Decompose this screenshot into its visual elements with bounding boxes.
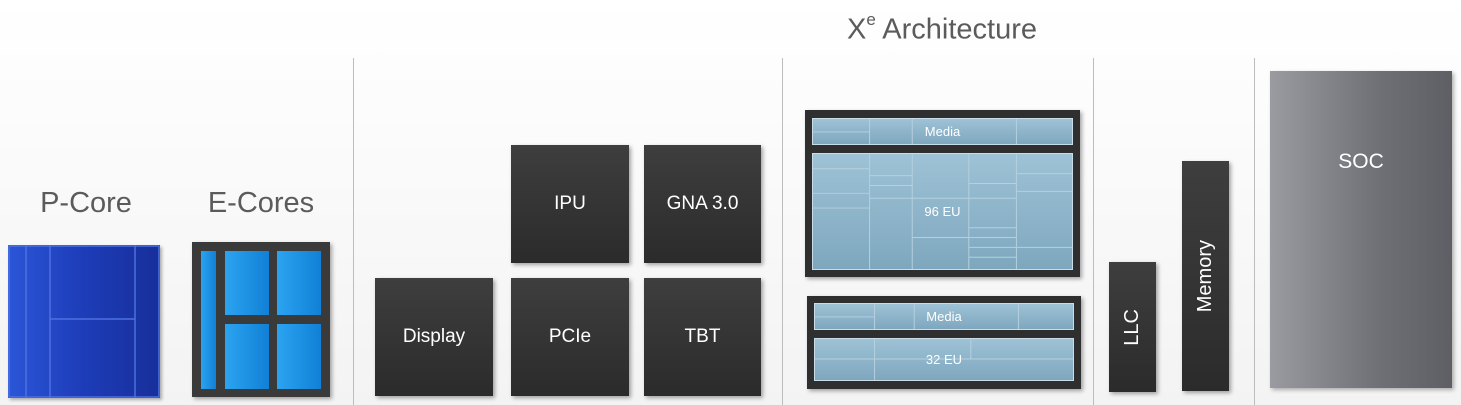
display-block: Display <box>375 278 493 396</box>
gpu-96eu-media-panel: Media <box>812 118 1073 145</box>
gpu-32eu-eu-label: 32 EU <box>925 352 963 367</box>
p-core-die-lines <box>8 245 160 398</box>
ipu-block: IPU <box>511 145 629 263</box>
gna-label: GNA 3.0 <box>666 193 739 214</box>
divider-2 <box>782 58 783 405</box>
gpu-96eu-media-label: Media <box>924 124 961 139</box>
e-core-block-3 <box>225 324 269 389</box>
gpu-32eu-media-label: Media <box>926 309 962 324</box>
llc-block: LLC <box>1109 262 1156 392</box>
pcie-label: PCIe <box>548 326 592 347</box>
gpu-32eu-die: Media 32 EU <box>807 296 1081 389</box>
xe-base-text: X <box>847 13 867 46</box>
divider-1 <box>353 58 354 405</box>
soc-block: SOC <box>1270 71 1452 388</box>
tbt-block: TBT <box>644 278 761 396</box>
e-cores-die <box>192 242 330 397</box>
e-core-block-4 <box>277 324 321 389</box>
tbt-label: TBT <box>684 326 721 347</box>
soc-label: SOC <box>1338 149 1384 173</box>
ipu-label: IPU <box>554 193 586 214</box>
gpu-96eu-eu-label: 96 EU <box>924 204 961 219</box>
e-core-block-1 <box>225 251 269 315</box>
xe-architecture-heading: Xe Architecture <box>800 10 1084 47</box>
xe-rest-text: Architecture <box>875 13 1037 46</box>
memory-label: Memory <box>1194 239 1216 313</box>
divider-4 <box>1254 58 1255 405</box>
e-core-block-2 <box>277 251 321 315</box>
gna-block: GNA 3.0 <box>644 145 761 263</box>
gpu-32eu-media-grid <box>815 304 1019 329</box>
gpu-96eu-media-grid <box>813 119 1017 144</box>
gpu-96eu-die: Media <box>805 110 1080 277</box>
p-core-heading: P-Core <box>40 187 132 219</box>
gpu-96eu-eu-panel: 96 EU <box>812 153 1073 270</box>
p-core-die <box>8 245 160 398</box>
llc-label: LLC <box>1121 308 1143 346</box>
e-cores-heading: E-Cores <box>207 187 315 219</box>
gpu-32eu-eu-grid <box>815 339 1073 380</box>
gpu-32eu-media-panel: Media <box>814 303 1074 330</box>
pcie-block: PCIe <box>511 278 629 396</box>
xe-superscript: e <box>866 10 876 29</box>
memory-block: Memory <box>1182 161 1229 391</box>
display-label: Display <box>402 326 466 347</box>
divider-3 <box>1093 58 1094 405</box>
e-core-strip <box>201 251 216 389</box>
gpu-96eu-eu-grid <box>813 154 1072 269</box>
gpu-32eu-eu-panel: 32 EU <box>814 338 1074 381</box>
